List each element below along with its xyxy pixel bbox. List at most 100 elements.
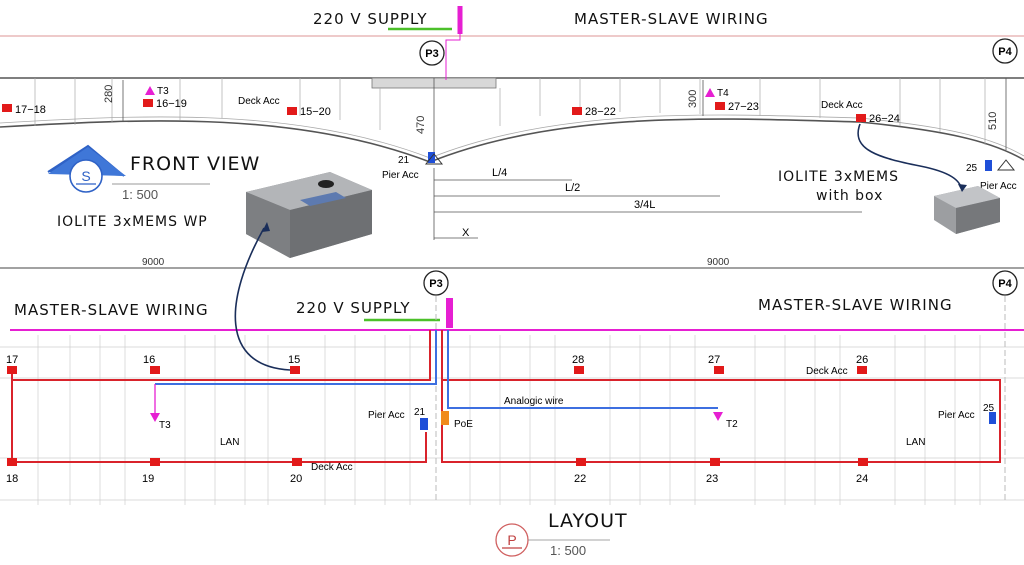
layout-pier-acc-left: Pier Acc bbox=[368, 410, 405, 421]
pier-acc-21-layout bbox=[420, 418, 428, 430]
node-27: 27 bbox=[708, 354, 720, 366]
layout-pier-p3-label: P3 bbox=[429, 278, 442, 290]
poe-box bbox=[441, 411, 449, 425]
layout-sensor-22 bbox=[576, 458, 586, 466]
lan-label-left: LAN bbox=[220, 437, 239, 448]
iolite-box-device-image bbox=[934, 186, 1000, 234]
layout-view-letter: P bbox=[507, 532, 516, 548]
box-device-pointer bbox=[857, 123, 963, 191]
sensor-28-22 bbox=[572, 107, 582, 115]
node-26: 26 bbox=[856, 354, 868, 366]
poe-label: PoE bbox=[454, 419, 473, 430]
lan-label-right: LAN bbox=[906, 437, 925, 448]
analogic-wire-left bbox=[155, 330, 437, 385]
tilt-t2-layout bbox=[713, 412, 723, 421]
pier-p4-marker bbox=[992, 38, 1018, 64]
support-p4 bbox=[996, 159, 1016, 171]
node-17: 17 bbox=[6, 354, 18, 366]
layout-bottom-sensors bbox=[7, 458, 868, 466]
sensor-17-18 bbox=[2, 104, 12, 112]
node-16: 16 bbox=[143, 354, 155, 366]
dim-x: X bbox=[462, 227, 470, 239]
label-deck-acc-2: Deck Acc bbox=[821, 100, 863, 111]
pier-p4-label: P4 bbox=[998, 46, 1012, 58]
layout-n21: 21 bbox=[414, 407, 426, 418]
dim-l2: L/2 bbox=[565, 182, 580, 194]
sensor-15-20 bbox=[287, 107, 297, 115]
layout-scale: 1: 500 bbox=[550, 543, 586, 558]
dim-280: 280 bbox=[103, 85, 115, 103]
layout-supply-label: 220 V SUPPLY bbox=[296, 299, 411, 317]
layout-pier-p4-label: P4 bbox=[998, 278, 1012, 290]
node-20: 20 bbox=[290, 473, 302, 485]
layout-sensor-17 bbox=[7, 366, 17, 374]
sensor-16-19 bbox=[143, 99, 153, 107]
label-27-23: 27−23 bbox=[728, 101, 759, 113]
deck-bottom-curve-inner bbox=[0, 114, 1024, 159]
tilt-t4-front bbox=[705, 88, 715, 97]
layout-sensor-27 bbox=[714, 366, 724, 374]
front-wiring-label: MASTER-SLAVE WIRING bbox=[574, 10, 769, 28]
node-15: 15 bbox=[288, 354, 300, 366]
layout-pier-p4-marker bbox=[992, 270, 1018, 296]
box-device-arrowhead bbox=[958, 184, 967, 192]
label-pier-acc-front-2: Pier Acc bbox=[980, 181, 1017, 192]
layout-sensor-24 bbox=[858, 458, 868, 466]
layout-supply-block bbox=[446, 298, 453, 328]
layout-sensor-15 bbox=[290, 366, 300, 374]
tilt-t3-front bbox=[145, 86, 155, 95]
label-t4-front: T4 bbox=[717, 88, 729, 99]
dim-470: 470 bbox=[415, 116, 427, 134]
layout-deck-acc-top: Deck Acc bbox=[806, 366, 848, 377]
device-wp-label: IOLITE 3xMEMS WP bbox=[57, 214, 208, 230]
label-15-20: 15−20 bbox=[300, 106, 331, 118]
front-supply-label: 220 V SUPPLY bbox=[313, 10, 428, 28]
layout-deck-acc-bottom: Deck Acc bbox=[311, 462, 353, 473]
layout-sensor-26 bbox=[857, 366, 867, 374]
device-box-label-1: IOLITE 3xMEMS bbox=[778, 169, 899, 185]
span-1: 9000 bbox=[142, 257, 165, 268]
node-28: 28 bbox=[572, 354, 584, 366]
front-view-title: FRONT VIEW bbox=[130, 153, 260, 175]
device-box-label-2: with box bbox=[816, 188, 883, 204]
dim-300: 300 bbox=[687, 90, 699, 108]
span-2: 9000 bbox=[707, 257, 730, 268]
supply-wire-front bbox=[445, 34, 461, 80]
node-19: 19 bbox=[142, 473, 154, 485]
span-dimension-lines bbox=[433, 168, 862, 240]
pier-p3-marker bbox=[419, 40, 445, 66]
sensor-27-23 bbox=[715, 102, 725, 110]
dim-510: 510 bbox=[987, 112, 999, 130]
iolite-wp-device-image bbox=[246, 172, 372, 258]
layout-sensor-20 bbox=[292, 458, 302, 466]
sensor-26-24 bbox=[856, 114, 866, 122]
pier-p3-label: P3 bbox=[425, 48, 438, 60]
deck-ribs bbox=[34, 78, 986, 145]
layout-pier-acc-right: Pier Acc bbox=[938, 410, 975, 421]
layout-sensor-19 bbox=[150, 458, 160, 466]
label-deck-acc-1: Deck Acc bbox=[238, 96, 280, 107]
dim-l4: L/4 bbox=[492, 167, 507, 179]
layout-t2-label: T2 bbox=[726, 419, 738, 430]
tilt-t3-layout bbox=[150, 413, 160, 422]
label-28-22: 28−22 bbox=[585, 106, 616, 118]
layout-sensor-18 bbox=[7, 458, 17, 466]
dim-l34: 3/4L bbox=[634, 199, 655, 211]
label-t3-front: T3 bbox=[157, 86, 169, 97]
wp-device-arrowhead bbox=[262, 222, 270, 232]
node-18: 18 bbox=[6, 473, 18, 485]
deck-grid bbox=[0, 335, 1024, 505]
layout-sensor-23 bbox=[710, 458, 720, 466]
layout-title: LAYOUT bbox=[548, 510, 628, 532]
pier-acc-25-front bbox=[985, 160, 992, 171]
deck-bottom-curve bbox=[0, 118, 1024, 163]
front-view-scale: 1: 500 bbox=[122, 187, 158, 202]
wp-device-pointer bbox=[234, 227, 291, 371]
label-17-18: 17−18 bbox=[15, 104, 46, 116]
layout-pier-p3-marker bbox=[423, 270, 449, 296]
node-22: 22 bbox=[574, 473, 586, 485]
layout-top-sensors bbox=[7, 366, 867, 374]
node-24: 24 bbox=[856, 473, 868, 485]
analogic-wire-right bbox=[447, 330, 718, 409]
